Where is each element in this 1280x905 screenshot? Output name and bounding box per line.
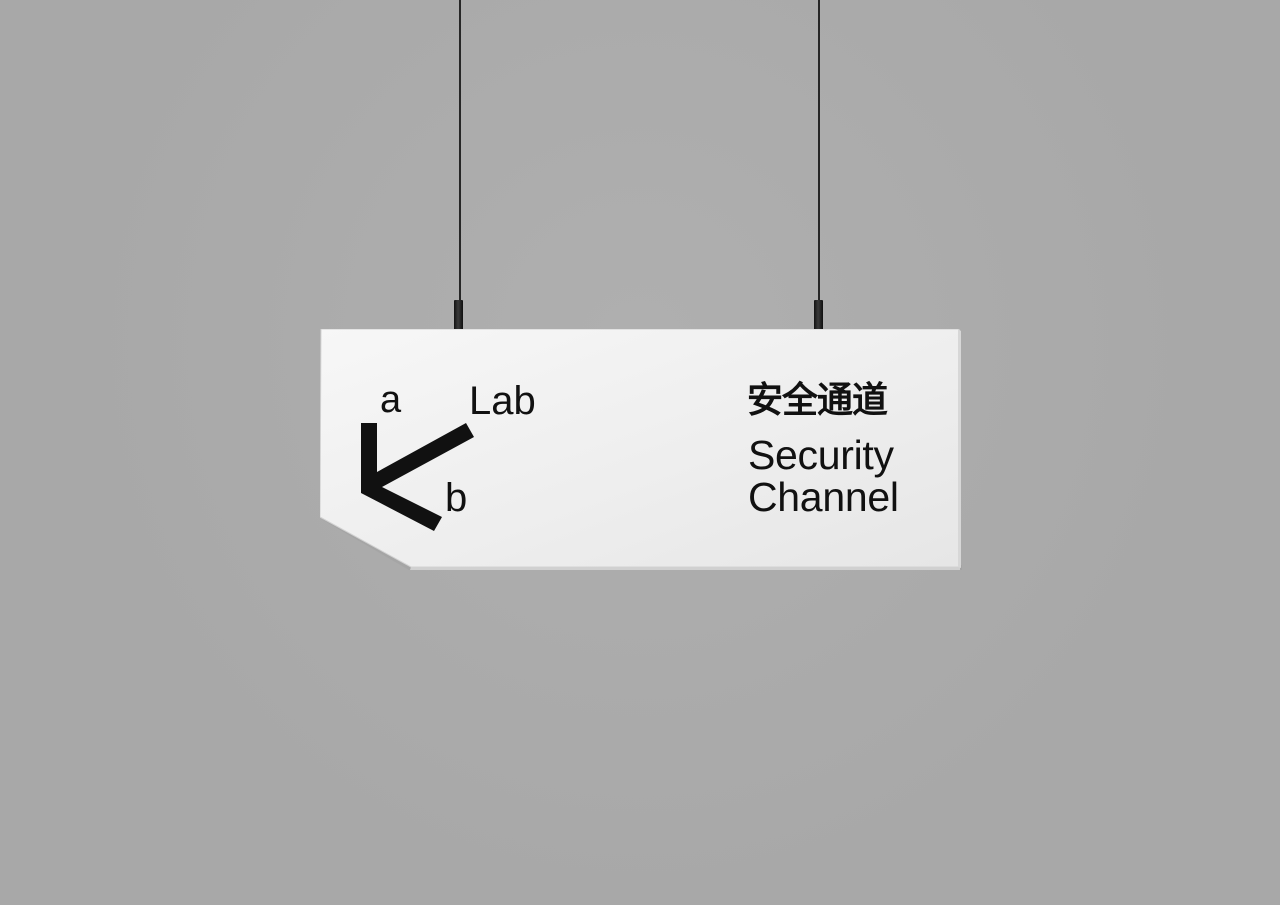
sign-bottom-edge [410, 567, 960, 570]
english-sign-label: Security Channel [748, 434, 899, 518]
english-label-line-1: Security [748, 432, 894, 478]
brand-letter-a: a [380, 379, 402, 421]
chinese-sign-label: 安全通道 [747, 379, 888, 420]
left-suspension-cable [459, 0, 461, 302]
brand-letter-b: b [445, 476, 468, 520]
left-cable-fitting [454, 300, 463, 330]
right-cable-fitting [814, 300, 823, 330]
brand-word-lab: Lab [469, 379, 536, 423]
sign-panel [320, 329, 962, 571]
right-suspension-cable [818, 0, 820, 302]
sign-right-edge [958, 329, 961, 568]
sign-panel-shape [320, 329, 962, 570]
english-label-line-2: Channel [748, 474, 899, 520]
